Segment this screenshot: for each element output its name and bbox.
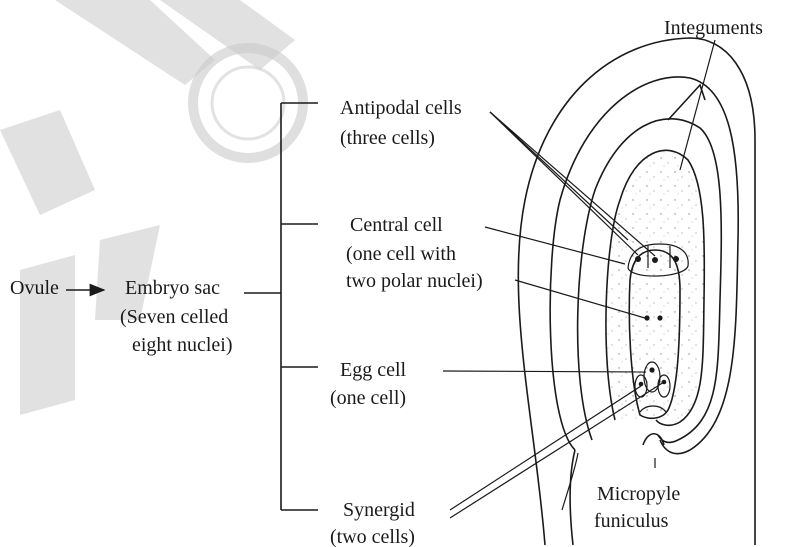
label-central-cell: Central cell	[350, 214, 443, 236]
label-micropyle: Micropyle	[597, 483, 680, 505]
label-synergid-count: (two cells)	[330, 526, 415, 547]
label-seven-celled: (Seven celled	[120, 306, 228, 328]
label-polar-nuclei: two polar nuclei)	[346, 270, 483, 292]
label-eight-nuclei: eight nuclei)	[132, 334, 233, 356]
label-funiculus: funiculus	[594, 510, 669, 532]
label-egg-cell: Egg cell	[340, 359, 407, 381]
embryo-sac-bracket	[244, 103, 318, 510]
label-antipodal-cells: Antipodal cells	[340, 97, 462, 119]
label-egg-count: (one cell)	[330, 387, 406, 409]
label-embryo-sac: Embryo sac	[125, 277, 220, 299]
label-central-cell-desc: (one cell with	[346, 243, 456, 265]
label-ovule: Ovule	[10, 277, 59, 299]
label-antipodal-count: (three cells)	[340, 127, 435, 149]
label-integuments: Integuments	[664, 17, 763, 39]
label-synergid: Synergid	[343, 499, 415, 521]
